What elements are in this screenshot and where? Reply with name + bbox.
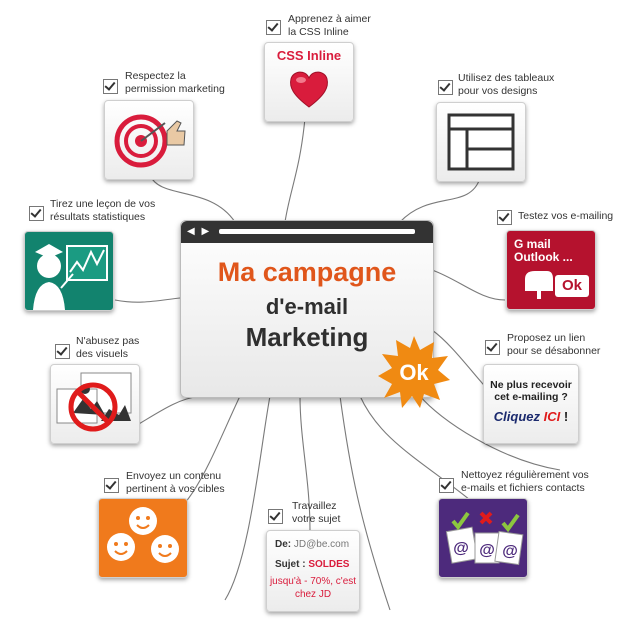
testing-ok-label: Ok (555, 275, 589, 297)
no-images-icon (56, 372, 132, 432)
target-thumbsup-icon (114, 114, 186, 168)
subject-tile: De: JD@be.com Sujet : SOLDES jusqu'à - 7… (266, 530, 360, 612)
browser-toolbar: ◀ ▶ (181, 221, 433, 243)
center-title-line1: Ma campagne (217, 257, 397, 287)
caption-clean: Nettoyez régulièrement vos e-mails et fi… (461, 469, 589, 494)
caption-permission: Respectez la permission marketing (125, 70, 225, 95)
at-icon: @ (453, 540, 469, 557)
checkmark-icon (501, 513, 520, 533)
css-inline-tile: CSS Inline (264, 42, 354, 122)
check-icon (55, 344, 70, 359)
check-icon (438, 80, 453, 95)
email-cards-icon: @ @ @ (445, 511, 524, 566)
check-icon (29, 206, 44, 221)
cross-icon (479, 511, 493, 525)
central-browser-window: ◀ ▶ Ma campagne d'e-mail Marketing (180, 220, 434, 398)
check-icon (497, 210, 512, 225)
ok-badge-text: Ok (399, 360, 429, 385)
check-icon (266, 20, 281, 35)
center-title-line3: Marketing (245, 322, 369, 352)
check-icon (104, 478, 119, 493)
teacher-chart-icon (33, 244, 108, 310)
tables-tile (436, 102, 526, 182)
visuals-tile (50, 364, 140, 444)
caption-css-inline: Apprenez à aimer la CSS Inline (288, 13, 371, 38)
subject-line: Sujet : SOLDES (275, 559, 350, 570)
caption-unsubscribe: Proposez un lien pour se désabonner (507, 332, 601, 357)
caption-testing: Testez vos e-mailing (518, 210, 614, 222)
check-icon (103, 79, 118, 94)
table-layout-icon (447, 113, 515, 171)
css-inline-label: CSS Inline (276, 48, 342, 63)
testing-clients-label: G mail Outlook ... (514, 237, 573, 264)
back-forward-icon: ◀ ▶ (187, 226, 212, 237)
check-icon (268, 509, 283, 524)
center-title-line2: d'e-mail (265, 294, 349, 319)
check-icon (485, 340, 500, 355)
at-icon: @ (502, 543, 518, 560)
subject-from-line: De: JD@be.com (275, 539, 350, 550)
stats-tile (24, 231, 114, 311)
caption-content: Envoyez un contenu pertinent à vos cible… (126, 470, 225, 495)
heart-icon (290, 71, 328, 108)
testing-tile: G mail Outlook ... Ok (506, 230, 596, 310)
mailbox-icon (525, 271, 553, 299)
caption-subject: Travaillez votre sujet (292, 500, 341, 525)
caption-tables: Utilisez des tableaux pour vos designs (458, 72, 555, 97)
ok-badge: Ok (378, 336, 450, 408)
caption-stats: Tirez une leçon de vos résultats statist… (50, 198, 156, 223)
at-icon: @ (479, 542, 495, 559)
caption-visuals: N'abusez pas des visuels (76, 335, 140, 360)
content-tile (98, 498, 188, 578)
address-bar (219, 229, 415, 234)
checkmark-icon (451, 511, 470, 531)
unsubscribe-link[interactable]: Cliquez ICI ! (493, 409, 569, 424)
clean-tile: @ @ @ (438, 498, 528, 578)
permission-tile (104, 100, 194, 180)
happy-faces-icon (107, 507, 179, 563)
unsubscribe-text: Ne plus recevoir cet e-mailing ? (490, 379, 572, 403)
subject-offer-text: jusqu'à - 70%, c'est chez JD (269, 576, 357, 600)
check-icon (439, 478, 454, 493)
unsubscribe-tile: Ne plus recevoir cet e-mailing ? Cliquez… (483, 364, 579, 444)
